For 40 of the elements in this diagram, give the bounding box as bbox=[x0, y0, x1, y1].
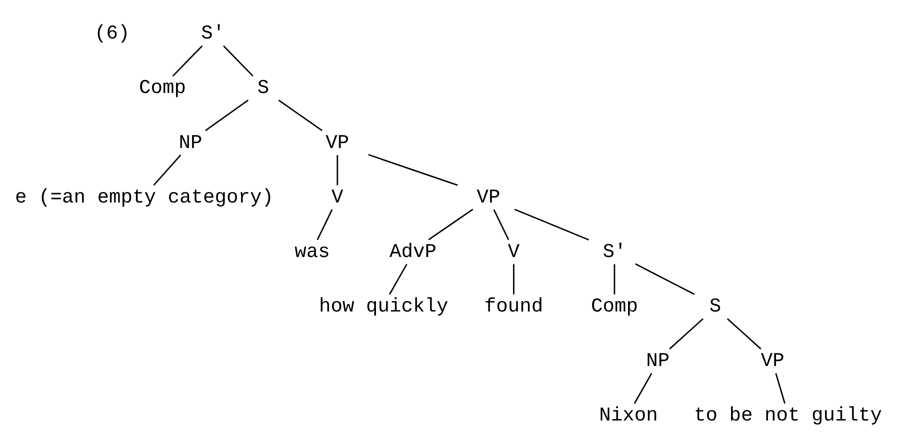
node-text: was bbox=[294, 240, 330, 262]
node-text: to be not guilty bbox=[694, 404, 882, 426]
connector bbox=[514, 208, 590, 240]
node-text: AdvP bbox=[389, 240, 436, 262]
node-text: Comp bbox=[138, 76, 186, 99]
node-text: VP bbox=[326, 131, 350, 154]
node-text: Nixon bbox=[599, 404, 658, 426]
label: (6) bbox=[94, 22, 130, 44]
connector bbox=[428, 208, 474, 240]
connector bbox=[726, 318, 762, 349]
connector bbox=[614, 264, 616, 294]
connector bbox=[153, 154, 182, 186]
node-text: found bbox=[484, 295, 544, 318]
connector bbox=[278, 99, 322, 131]
node-text: S bbox=[257, 76, 270, 99]
node-text: V bbox=[508, 240, 520, 262]
node-text: S bbox=[709, 295, 722, 318]
connector bbox=[635, 262, 695, 294]
connector bbox=[336, 154, 338, 185]
connector bbox=[669, 318, 704, 349]
connector bbox=[316, 208, 333, 240]
node-text: NP bbox=[178, 131, 202, 154]
node-text: e (=an empty category) bbox=[15, 186, 274, 208]
node-text: how quickly bbox=[318, 295, 448, 318]
node-text: Comp bbox=[590, 295, 638, 318]
node-text: S' bbox=[201, 22, 225, 44]
connector bbox=[389, 263, 408, 294]
node-text: VP bbox=[760, 350, 784, 372]
node-text: S' bbox=[602, 240, 626, 262]
connector bbox=[223, 44, 254, 76]
connector bbox=[205, 99, 249, 131]
connector bbox=[172, 44, 203, 76]
node-text: VP bbox=[476, 186, 500, 208]
connector bbox=[775, 372, 786, 404]
node-text: NP bbox=[646, 350, 670, 372]
connector bbox=[368, 153, 458, 186]
connector bbox=[513, 264, 514, 294]
connector bbox=[493, 208, 510, 240]
connector bbox=[634, 372, 652, 404]
node-text: V bbox=[332, 186, 344, 208]
